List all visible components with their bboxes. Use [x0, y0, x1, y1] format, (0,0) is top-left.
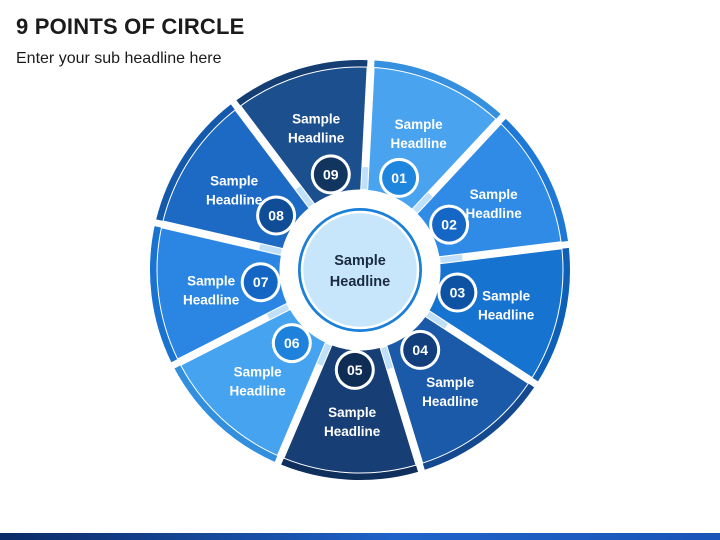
number-badge-label-07: 07	[253, 274, 269, 290]
footer-accent-bar	[0, 533, 720, 540]
number-badge-05	[337, 352, 372, 387]
number-badge-08	[259, 198, 294, 233]
center-hub: Sample Headline	[298, 208, 422, 332]
segment-label-line1-09: Sample	[292, 112, 341, 127]
number-badge-label-03: 03	[450, 285, 466, 301]
segment-label-line2-05: Headline	[324, 424, 381, 439]
number-badge-label-02: 02	[441, 217, 457, 233]
number-badge-label-01: 01	[391, 170, 407, 186]
number-badges: 01 02 03 04 05 06 07 08 09	[240, 154, 478, 390]
segment-label-line2-06: Headline	[230, 384, 287, 399]
segment-label-line2-01: Headline	[390, 136, 447, 151]
number-badge-label-09: 09	[323, 166, 339, 182]
number-badge-02	[432, 207, 467, 242]
number-badge-04	[403, 332, 438, 367]
number-badge-03	[440, 275, 475, 310]
segment-label-line2-09: Headline	[288, 131, 345, 146]
segment-label-line2-02: Headline	[466, 206, 523, 221]
center-label-line2: Headline	[330, 274, 390, 290]
segment-label-line1-01: Sample	[395, 117, 444, 132]
number-badge-label-08: 08	[268, 208, 284, 224]
segment-label-line1-08: Sample	[210, 173, 259, 188]
segment-05	[283, 344, 417, 474]
segment-label-line1-04: Sample	[426, 375, 475, 390]
number-badge-01	[382, 160, 417, 195]
segment-label-line2-08: Headline	[206, 192, 263, 207]
number-badge-07	[243, 265, 278, 300]
number-badge-06	[274, 326, 309, 361]
segment-label-line2-07: Headline	[183, 292, 240, 307]
number-badge-label-06: 06	[284, 335, 300, 351]
page-title: 9 POINTS OF CIRCLE	[16, 14, 245, 39]
number-badge-label-04: 04	[412, 342, 428, 358]
segment-label-line2-03: Headline	[478, 308, 535, 323]
segment-07	[156, 227, 288, 360]
segment-label-line2-04: Headline	[422, 394, 479, 409]
number-badge-label-05: 05	[347, 362, 363, 378]
number-badge-09	[313, 157, 348, 192]
segment-label-line1-02: Sample	[470, 187, 519, 202]
segment-label-line1-03: Sample	[482, 289, 531, 304]
segment-label-line1-07: Sample	[187, 273, 236, 288]
segment-label-line1-06: Sample	[234, 365, 283, 380]
center-label-line1: Sample	[334, 253, 386, 269]
page-subtitle: Enter your sub headline here	[16, 50, 222, 67]
segment-label-line1-05: Sample	[328, 405, 377, 420]
